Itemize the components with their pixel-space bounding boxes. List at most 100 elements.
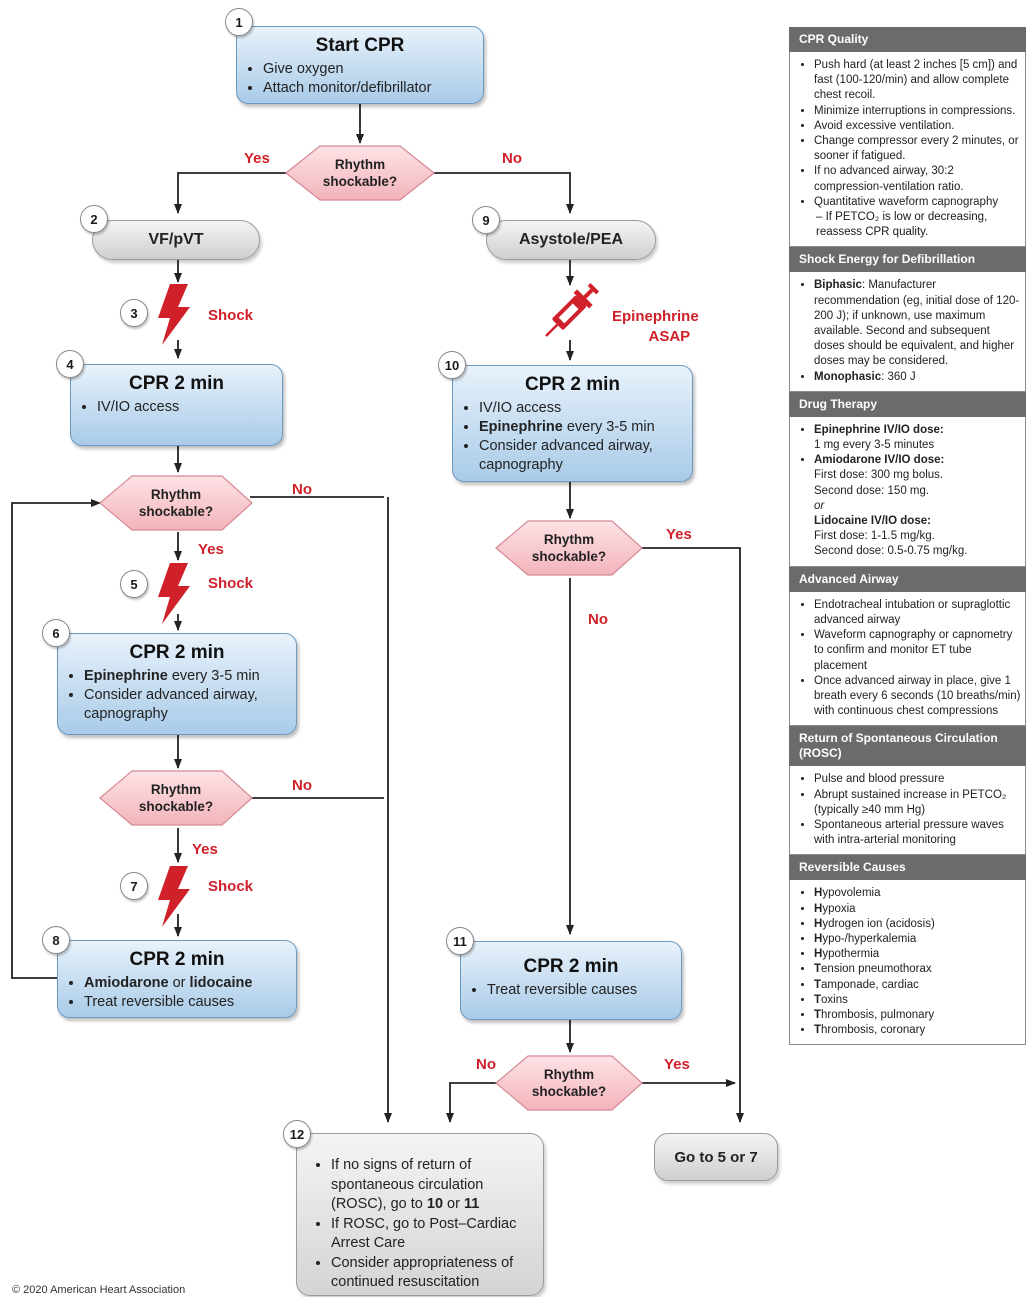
definition: Second dose: 150 mg.: [814, 484, 930, 497]
epinephrine-asap-label: Epinephrine ASAP: [612, 307, 699, 347]
decision-rhythm-shockable: Rhythm shockable?: [285, 156, 435, 190]
list-item: Quantitative waveform capnography: [814, 195, 1021, 210]
no-label: No: [502, 150, 522, 167]
definition: 1 mg every 3-5 minutes: [814, 439, 935, 452]
step-item: Amiodarone or lidocaine: [84, 974, 286, 993]
list-item: Minimize interruptions in compressions.: [814, 104, 1021, 119]
decision-label-line1: Rhythm: [543, 532, 595, 547]
initial: T: [814, 1008, 822, 1021]
initial: H: [814, 902, 823, 915]
drug-therapy-header: Drug Therapy: [789, 391, 1026, 417]
decision-rhythm-shockable: Rhythm shockable?: [494, 531, 644, 565]
list-item: Tamponade, cardiac: [814, 978, 1021, 993]
step-ref: 10: [426, 1196, 444, 1212]
list-item: Waveform capnography or capnometry to co…: [814, 628, 1021, 674]
decision-label-line2: shockable?: [138, 799, 214, 814]
copyright: © 2020 American Heart Association: [12, 1284, 186, 1296]
shock-label: Shock: [208, 307, 254, 324]
drug-name: lidocaine: [189, 975, 253, 991]
step-item: If no signs of return of spontaneous cir…: [331, 1156, 531, 1215]
decision-label-line1: Rhythm: [334, 157, 386, 172]
box-12-rosc-check: If no signs of return of spontaneous cir…: [296, 1133, 544, 1296]
epinephrine-label: Epinephrine: [612, 308, 699, 325]
shock-label: Shock: [208, 878, 254, 895]
cause-text: oxins: [821, 993, 848, 1006]
cpr-title: CPR 2 min: [129, 949, 225, 970]
decision-label-line2: shockable?: [138, 504, 214, 519]
list-item: Thrombosis, coronary: [814, 1023, 1021, 1038]
definition: First dose: 300 mg bolus.: [814, 469, 944, 482]
item-text: or: [443, 1196, 464, 1212]
list-item: Hypovolemia: [814, 886, 1021, 901]
step-item: Treat reversible causes: [84, 993, 286, 1012]
step-item: If ROSC, go to Post–Cardiac Arrest Care: [331, 1215, 531, 1254]
drug-name: Epinephrine: [479, 419, 563, 435]
step-item: Consider advanced airway, capnography: [479, 437, 682, 475]
cpr-box-10: CPR 2 min IV/IO access Epinephrine every…: [452, 365, 693, 482]
conjunction: or: [168, 975, 190, 991]
drug-name: Amiodarone: [84, 975, 169, 991]
decision-label-line2: shockable?: [531, 549, 607, 564]
cause-text: ydrogen ion (acidosis): [822, 917, 935, 930]
decision-label-line1: Rhythm: [150, 782, 202, 797]
step-number-10: 10: [438, 351, 466, 379]
list-item: Epinephrine IV/IO dose: 1 mg every 3-5 mi…: [814, 423, 1021, 453]
list-item: Push hard (at least 2 inches [5 cm]) and…: [814, 58, 1021, 104]
cause-text: ypovolemia: [822, 887, 881, 900]
cpr-quality-header: CPR Quality: [789, 27, 1026, 52]
step-number-5: 5: [120, 570, 148, 598]
no-label: No: [292, 777, 312, 794]
go-to-5-or-7-box: Go to 5 or 7: [654, 1133, 778, 1181]
reference-sidebar: CPR Quality Push hard (at least 2 inches…: [789, 27, 1026, 1046]
start-cpr-title: Start CPR: [315, 35, 405, 56]
shock-energy-header: Shock Energy for Defibrillation: [789, 247, 1026, 273]
cpr-title: CPR 2 min: [129, 642, 225, 663]
step-number-1: 1: [225, 8, 253, 36]
step-item: Consider appropriateness of continued re…: [331, 1254, 531, 1293]
decision-label-line2: shockable?: [531, 1084, 607, 1099]
start-cpr-box: Start CPR Give oxygen Attach monitor/def…: [236, 26, 484, 104]
sub-item: – If PETCO₂ is low or decreasing, reasse…: [816, 211, 988, 239]
initial: T: [814, 963, 822, 976]
list-item: Abrupt sustained increase in PETCO₂ (typ…: [814, 788, 1021, 818]
step-number-3: 3: [120, 299, 148, 327]
term: Epinephrine IV/IO dose:: [814, 423, 944, 436]
cause-text: ypoxia: [822, 902, 856, 915]
definition: Second dose: 0.5-0.75 mg/kg.: [814, 545, 968, 558]
or-label: or: [814, 499, 825, 512]
yes-label: Yes: [192, 841, 218, 858]
step-item: Epinephrine every 3-5 min: [84, 667, 286, 686]
step-item: IV/IO access: [97, 398, 272, 417]
reversible-causes-header: Reversible Causes: [789, 855, 1026, 881]
list-item: Spontaneous arterial pressure waves with…: [814, 818, 1021, 848]
step-number-8: 8: [42, 926, 70, 954]
step-item: Treat reversible causes: [487, 981, 671, 1000]
list-item: Monophasic: 360 J: [814, 370, 1021, 385]
cause-text: ypothermia: [822, 948, 880, 961]
decision-rhythm-shockable: Rhythm shockable?: [494, 1066, 644, 1100]
advanced-airway-header: Advanced Airway: [789, 566, 1026, 592]
asystole-pea-box: Asystole/PEA: [486, 220, 656, 260]
decision-rhythm-shockable: Rhythm shockable?: [101, 486, 251, 520]
step-item: Epinephrine every 3-5 min: [479, 418, 682, 437]
step-item: Give oxygen: [263, 60, 473, 79]
initial: T: [814, 993, 822, 1006]
list-item: Tension pneumothorax: [814, 962, 1021, 977]
cpr-title: CPR 2 min: [128, 373, 225, 394]
step-item: Consider advanced airway, capnography: [84, 686, 286, 724]
vf-pvt-box: VF/pVT: [92, 220, 260, 260]
list-item: Toxins: [814, 993, 1021, 1008]
item-text: If no signs of return of spontaneous cir…: [331, 1157, 484, 1212]
cpr-box-4: CPR 2 min IV/IO access: [70, 364, 283, 446]
term: Monophasic: [814, 370, 882, 383]
cause-text: amponade, cardiac: [821, 978, 919, 991]
reversible-causes-section: Hypovolemia Hypoxia Hydrogen ion (acidos…: [789, 880, 1026, 1046]
list-item: Hydrogen ion (acidosis): [814, 917, 1021, 932]
list-item: Hypothermia: [814, 947, 1021, 962]
list-item: Avoid excessive ventilation.: [814, 119, 1021, 134]
initial: H: [814, 917, 823, 930]
no-label: No: [476, 1056, 496, 1073]
yes-label: Yes: [666, 526, 692, 543]
step-number-2: 2: [80, 205, 108, 233]
cause-text: hrombosis, coronary: [821, 1024, 926, 1037]
